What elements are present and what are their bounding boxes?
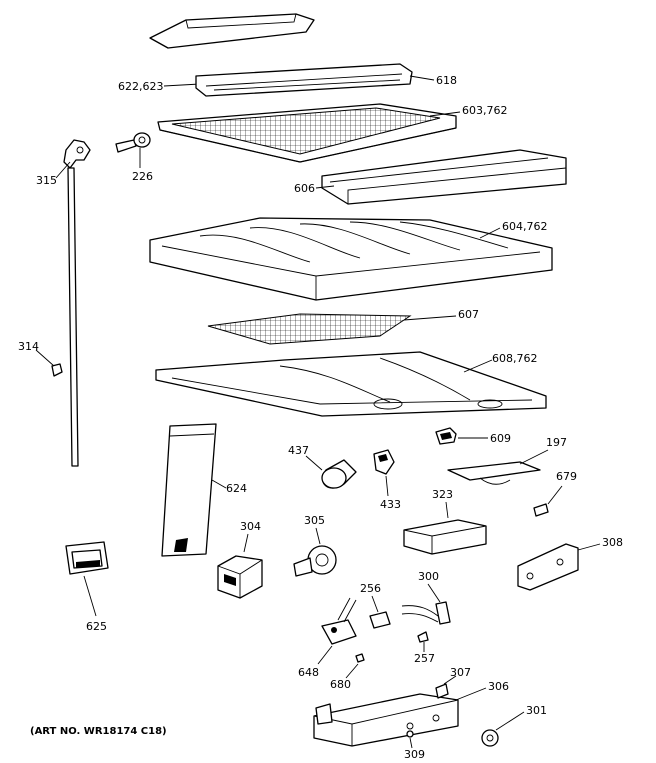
label-603-762: 603,762 (462, 104, 508, 117)
label-624: 624 (226, 482, 247, 495)
label-606: 606 (294, 182, 315, 195)
part-308-bracket (517, 543, 579, 591)
part-606-drawer-front (321, 149, 567, 205)
part-307-clip (435, 683, 449, 699)
art-number: (ART NO. WR18174 C18) (30, 726, 167, 737)
part-256-connector (369, 611, 391, 629)
part-625-thermostat (65, 541, 109, 575)
part-618-rail (195, 63, 413, 97)
label-256: 256 (360, 582, 381, 595)
label-300: 300 (418, 570, 439, 583)
label-607: 607 (458, 308, 479, 321)
part-306-housing (313, 693, 459, 747)
part-315-hinge-post (63, 139, 91, 467)
label-197: 197 (546, 436, 567, 449)
part-624-panel (161, 423, 217, 557)
label-609: 609 (490, 432, 511, 445)
label-304: 304 (240, 520, 261, 533)
label-323: 323 (432, 488, 453, 501)
part-314-screw (51, 363, 63, 377)
label-301: 301 (526, 704, 547, 717)
part-301-knob (481, 729, 499, 747)
part-309-screw (406, 730, 414, 738)
label-306: 306 (488, 680, 509, 693)
label-648: 648 (298, 666, 319, 679)
label-608-762: 608,762 (492, 352, 538, 365)
part-607-filter (207, 313, 412, 345)
label-437: 437 (288, 444, 309, 457)
part-197-wire (447, 461, 541, 485)
part-257-screw (417, 631, 429, 643)
label-679: 679 (556, 470, 577, 483)
part-603-762-shelf (157, 103, 457, 163)
label-314: 314 (18, 340, 39, 353)
part-680-screw (355, 653, 365, 663)
part-437-bulb (321, 459, 357, 489)
label-604-762: 604,762 (502, 220, 548, 233)
part-679-screw (533, 503, 549, 517)
label-433: 433 (380, 498, 401, 511)
part-622-623-top-cover (149, 13, 315, 49)
part-608-762-pan (155, 351, 547, 417)
part-648-timer (321, 597, 357, 645)
label-680: 680 (330, 678, 351, 691)
label-226: 226 (132, 170, 153, 183)
label-305: 305 (304, 514, 325, 527)
label-308: 308 (602, 536, 623, 549)
part-604-762-cover (149, 217, 553, 301)
label-315: 315 (36, 174, 57, 187)
label-618: 618 (436, 74, 457, 87)
part-323-bracket (403, 519, 487, 555)
part-304-box (217, 555, 263, 599)
part-305-motor (293, 545, 337, 577)
label-307: 307 (450, 666, 471, 679)
label-622-623: 622,623 (118, 80, 164, 93)
part-226-pin (115, 132, 151, 153)
label-257: 257 (414, 652, 435, 665)
part-609-switch (435, 427, 457, 445)
label-309: 309 (404, 748, 425, 761)
part-300-harness (401, 601, 451, 625)
part-433-socket (373, 449, 395, 475)
label-625: 625 (86, 620, 107, 633)
